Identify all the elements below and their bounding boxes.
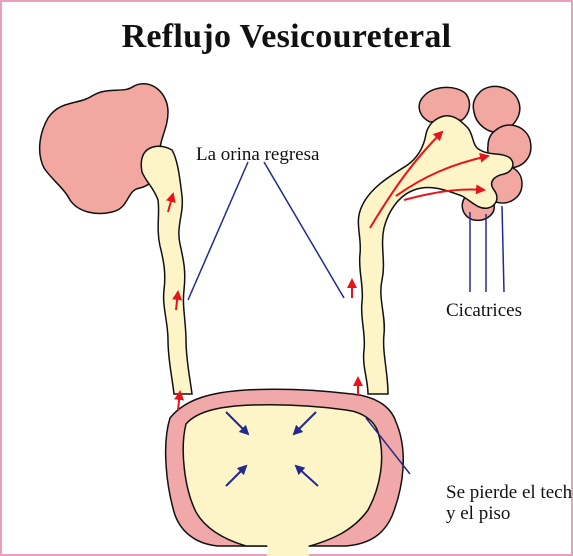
left-ureter bbox=[141, 146, 192, 394]
leader-line-right-ureter bbox=[264, 162, 344, 298]
roof-floor-label: Se pierde el techo y el piso bbox=[446, 482, 573, 524]
right-ureter-and-pelvis bbox=[358, 116, 513, 394]
leader-line-left-ureter bbox=[188, 162, 248, 300]
roof-floor-label-line2: y el piso bbox=[446, 503, 573, 524]
urine-returns-label: La orina regresa bbox=[196, 144, 319, 165]
bladder-lumen bbox=[183, 405, 381, 546]
leader-line-scar bbox=[502, 206, 504, 292]
roof-floor-label-line1: Se pierde el techo bbox=[446, 482, 573, 503]
urethra bbox=[262, 532, 314, 556]
scars-label: Cicatrices bbox=[446, 300, 522, 321]
